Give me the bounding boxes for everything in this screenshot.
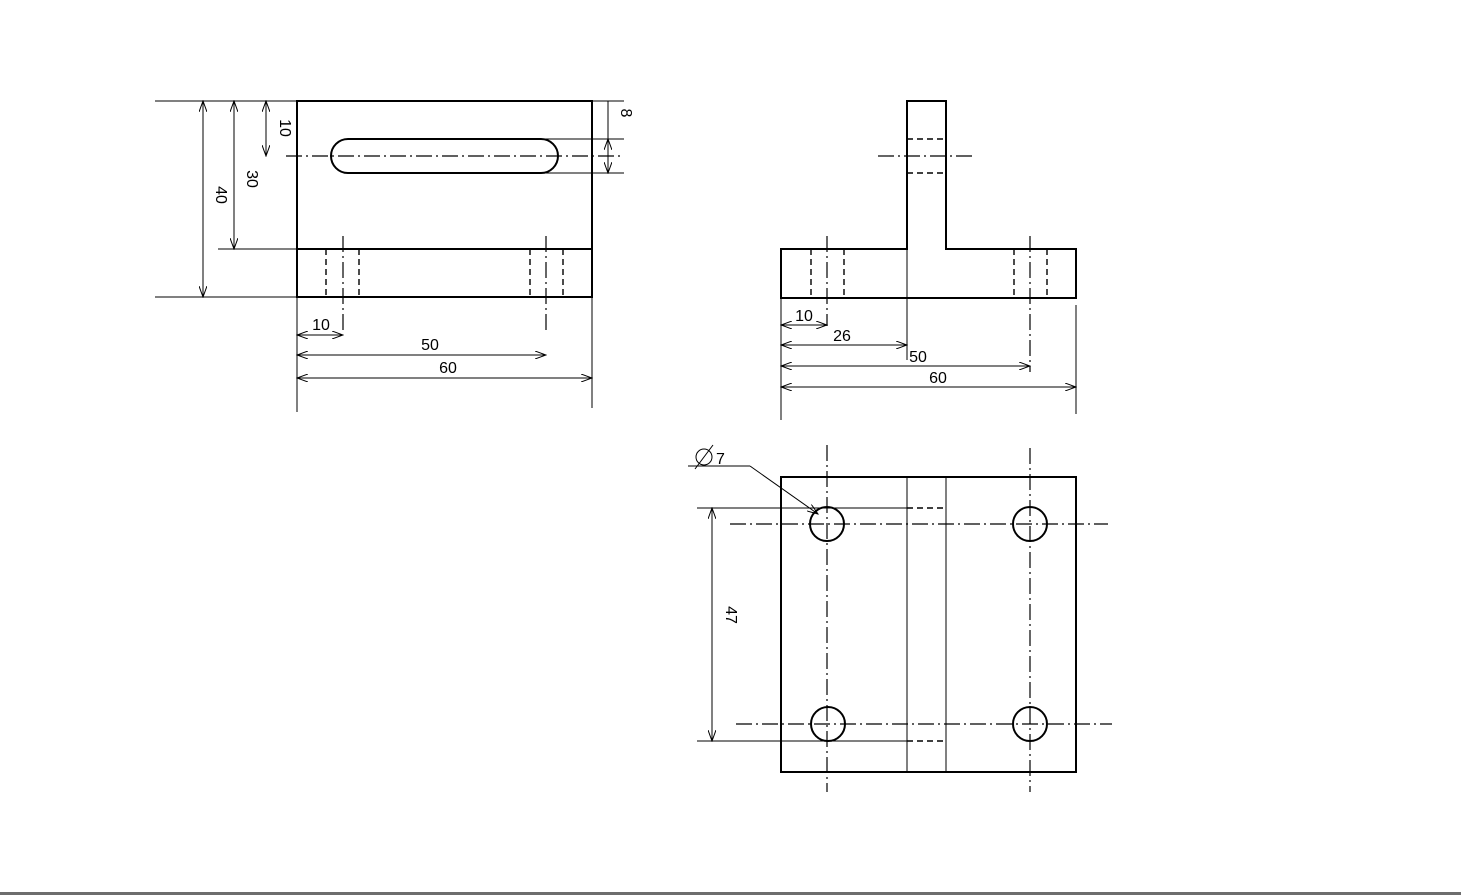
diameter-symbol-circle [695,448,713,466]
dim-text-side-length: 60 [929,370,947,387]
dim-text-side-hole-offset: 10 [795,308,813,325]
side-view: 10 26 50 60 [780,100,1077,420]
dim-text-hole-diameter: 7 [716,451,725,468]
dim-text-hole-spacing: 50 [421,337,439,354]
dim-text-side-hole-spacing: 50 [909,349,927,366]
hole [1012,506,1048,542]
diameter-symbol-slash [694,444,714,470]
dim-text-height: 40 [212,186,229,204]
leader-line [749,465,818,514]
dim-text-rib-offset: 26 [833,328,851,345]
dim-text-slot-height: 30 [243,170,260,188]
dim-text-length: 60 [439,360,457,377]
front-view: 40 30 10 8 10 50 60 [155,100,634,412]
window-bottom-border [0,892,1461,895]
dim-text-hole-offset: 10 [312,317,330,334]
dim-text-slot-width: 8 [617,109,634,118]
top-outline [780,476,1077,773]
dim-text-slot-offset: 10 [276,119,293,137]
side-outline [780,100,1077,299]
hole [1012,706,1048,742]
hole [809,506,845,542]
front-outline [296,100,593,298]
top-view: 7 47 [688,444,1112,792]
dim-text-hole-pitch: 47 [722,606,739,624]
